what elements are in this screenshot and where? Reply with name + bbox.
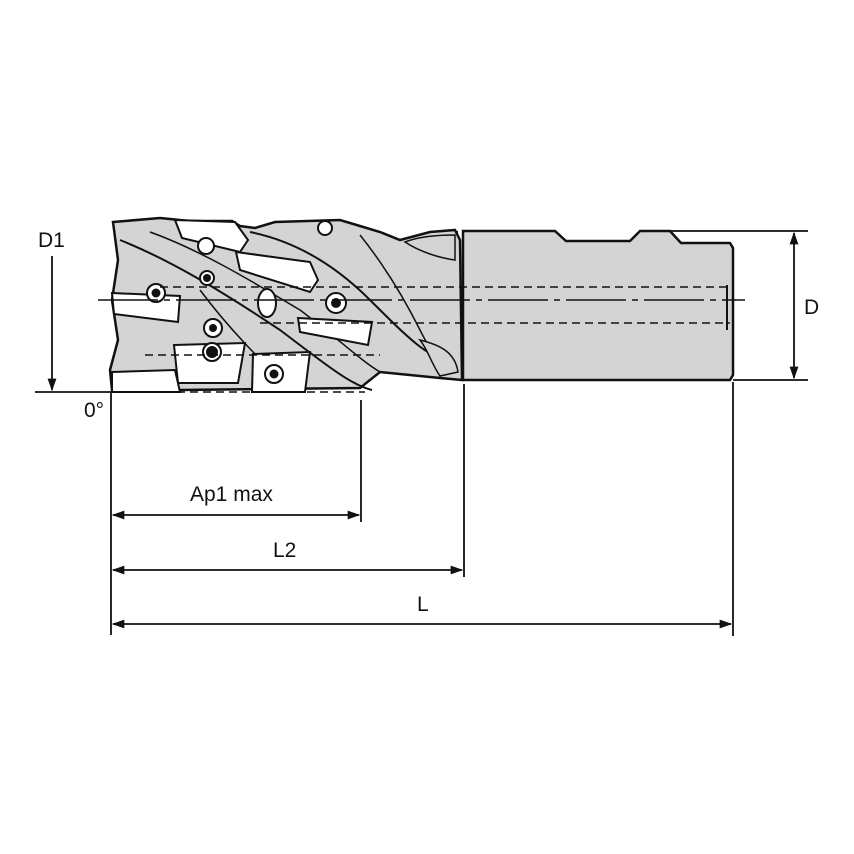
insert-bottom-1 <box>172 341 247 384</box>
screw-icon <box>197 237 215 255</box>
dim-D1: D1 0° <box>35 229 112 422</box>
dim-D-label: D <box>804 296 819 319</box>
screw-icon <box>317 220 333 236</box>
angle-label: 0° <box>84 399 104 422</box>
dim-Ap1-max-label: Ap1 max <box>190 483 273 506</box>
insert-bottom-2 <box>111 368 182 393</box>
insert-mid <box>296 316 374 347</box>
dim-Ap1-max: Ap1 max <box>111 483 361 520</box>
dim-L-label: L <box>417 593 429 616</box>
shank <box>456 229 735 382</box>
screw-icon <box>257 288 277 318</box>
dim-L2-label: L2 <box>273 539 296 562</box>
insert-top-2 <box>234 250 320 294</box>
dim-D: D <box>668 230 819 381</box>
dim-L: L <box>111 593 733 629</box>
dim-L2: L2 <box>111 539 464 575</box>
axis-lines <box>98 286 745 393</box>
extension-lines <box>110 382 734 636</box>
inserts <box>110 218 374 393</box>
insert-top-1 <box>173 218 250 254</box>
screws <box>146 220 347 384</box>
dim-D1-label: D1 <box>38 229 65 252</box>
